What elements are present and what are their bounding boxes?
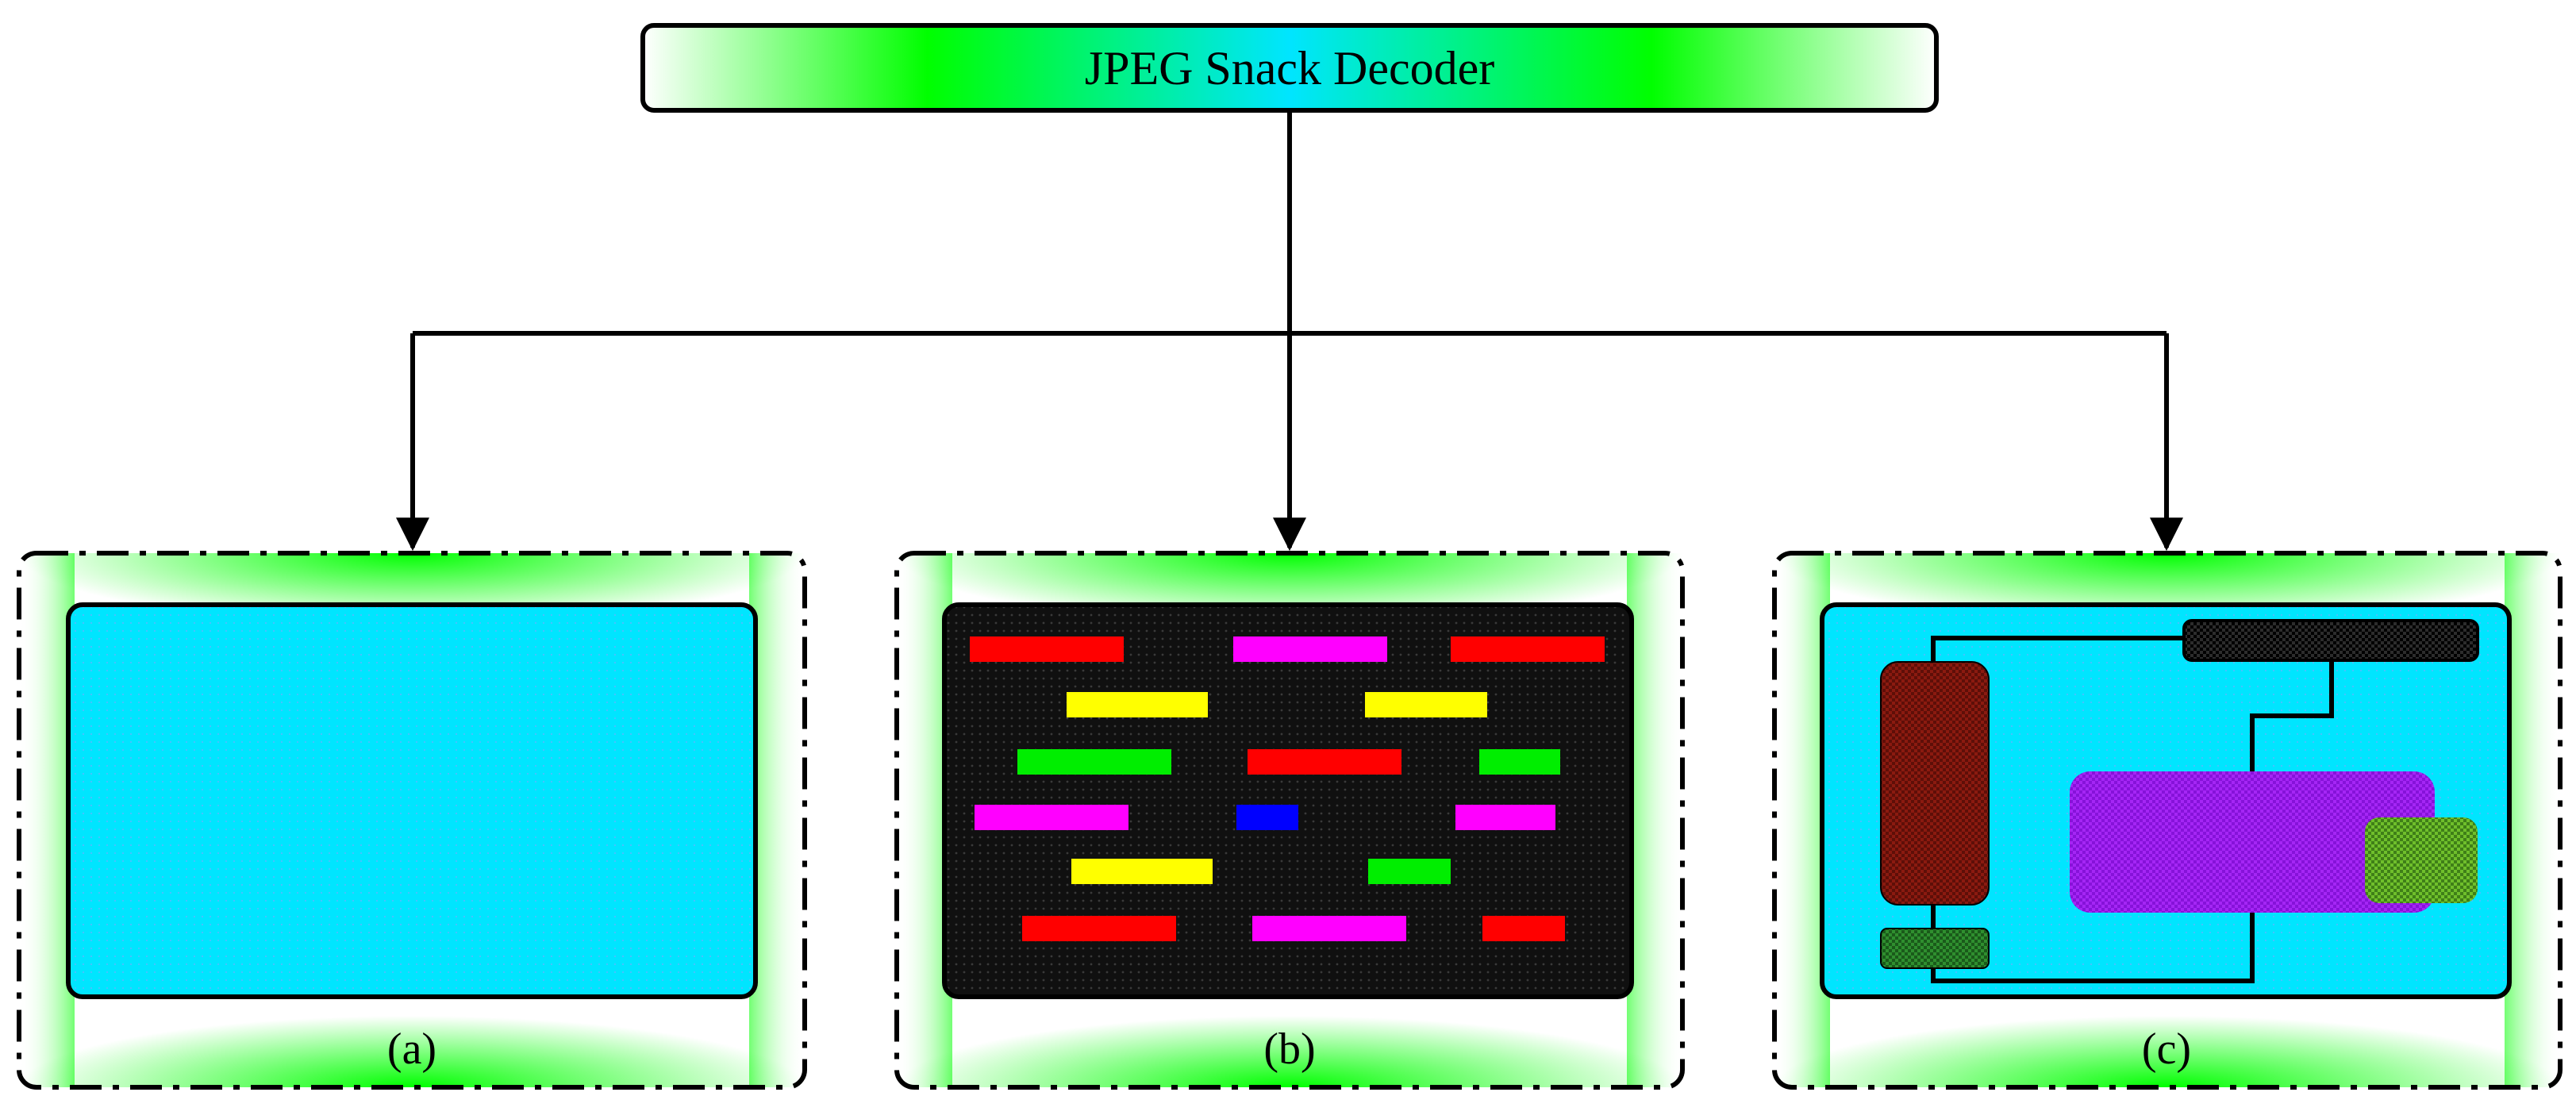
bar-green-2: [1479, 749, 1560, 775]
bar-red-4: [1022, 916, 1176, 941]
bar-magenta-4: [1252, 916, 1406, 941]
bar-magenta-2: [975, 805, 1128, 830]
panel-c-label: (c): [2142, 1025, 2191, 1074]
bar-yellow-1: [1067, 692, 1208, 717]
panel-c-purple-block: [2070, 771, 2435, 913]
bar-green-1: [1017, 749, 1171, 775]
connector-lines: [396, 110, 2183, 552]
panel-c-dark-green-block: [1880, 928, 1990, 969]
bar-red-2: [1451, 636, 1605, 662]
panel-b-label: (b): [1263, 1025, 1315, 1074]
bar-yellow-2: [1365, 692, 1487, 717]
bar-red-5: [1482, 916, 1565, 941]
panel-a: (a): [17, 551, 807, 1090]
bar-magenta-1: [1233, 636, 1387, 662]
panel-a-cyan-screen: [66, 602, 758, 999]
title-text: JPEG Snack Decoder: [1085, 42, 1495, 94]
panel-a-label: (a): [387, 1025, 436, 1074]
panel-b-bars: [970, 636, 1605, 941]
bar-red-3: [1248, 749, 1401, 775]
panel-c-black-bar: [2182, 619, 2479, 662]
bar-magenta-3: [1455, 805, 1555, 830]
bar-green-3: [1368, 859, 1451, 884]
title-bar: JPEG Snack Decoder: [640, 23, 1939, 113]
bar-blue-1: [1236, 805, 1298, 830]
panel-b: (b): [894, 551, 1685, 1090]
panel-c-olive-block: [2365, 817, 2478, 903]
bar-yellow-3: [1071, 859, 1213, 884]
bar-red-1: [970, 636, 1124, 662]
panel-c-maroon-block: [1880, 661, 1990, 906]
panel-c: (c): [1772, 551, 2563, 1090]
panel-c-wires: [1931, 636, 2334, 983]
